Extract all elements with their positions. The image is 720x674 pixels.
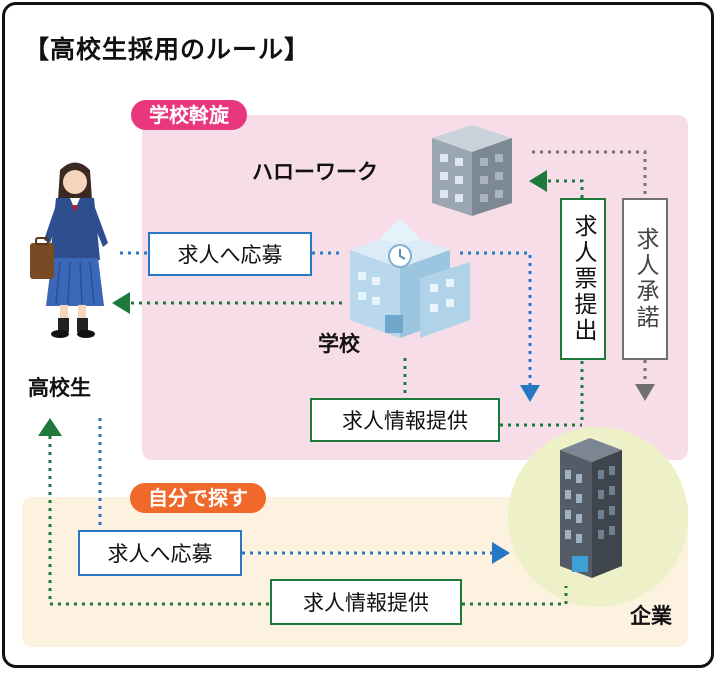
arrow-left-icon (112, 292, 130, 314)
arrow-right-icon (492, 542, 510, 564)
info-to-school-box: 求人情報提供 (310, 398, 500, 442)
info-to-student-connector (38, 418, 566, 604)
apply-via-school-box: 求人へ応募 (148, 232, 312, 276)
company-label: 企業 (630, 600, 672, 630)
hellowork-building-icon (432, 125, 512, 216)
hellowork-label: ハローワーク (252, 156, 378, 186)
arrow-down-icon (520, 385, 540, 402)
student-figure-icon (30, 163, 108, 339)
student-label: 高校生 (28, 372, 91, 402)
school-to-student-connector (112, 292, 342, 314)
info-to-student-box: 求人情報提供 (270, 579, 462, 625)
company-building-icon (560, 438, 622, 578)
school-label: 学校 (318, 328, 360, 358)
apply-direct-box: 求人へ応募 (78, 530, 242, 576)
job-posting-submit-box: 求人票提出 (560, 198, 606, 360)
school-building-icon (350, 218, 470, 338)
section-self-search: 自分で探す (130, 483, 266, 513)
arrow-up-icon (38, 418, 62, 436)
section-school-mediation: 学校斡旋 (131, 100, 247, 130)
job-approval-box: 求人承諾 (622, 198, 668, 360)
page-title: 【高校生採用のルール】 (24, 30, 310, 66)
arrow-down-icon (635, 384, 655, 401)
arrow-left-icon (529, 170, 547, 192)
